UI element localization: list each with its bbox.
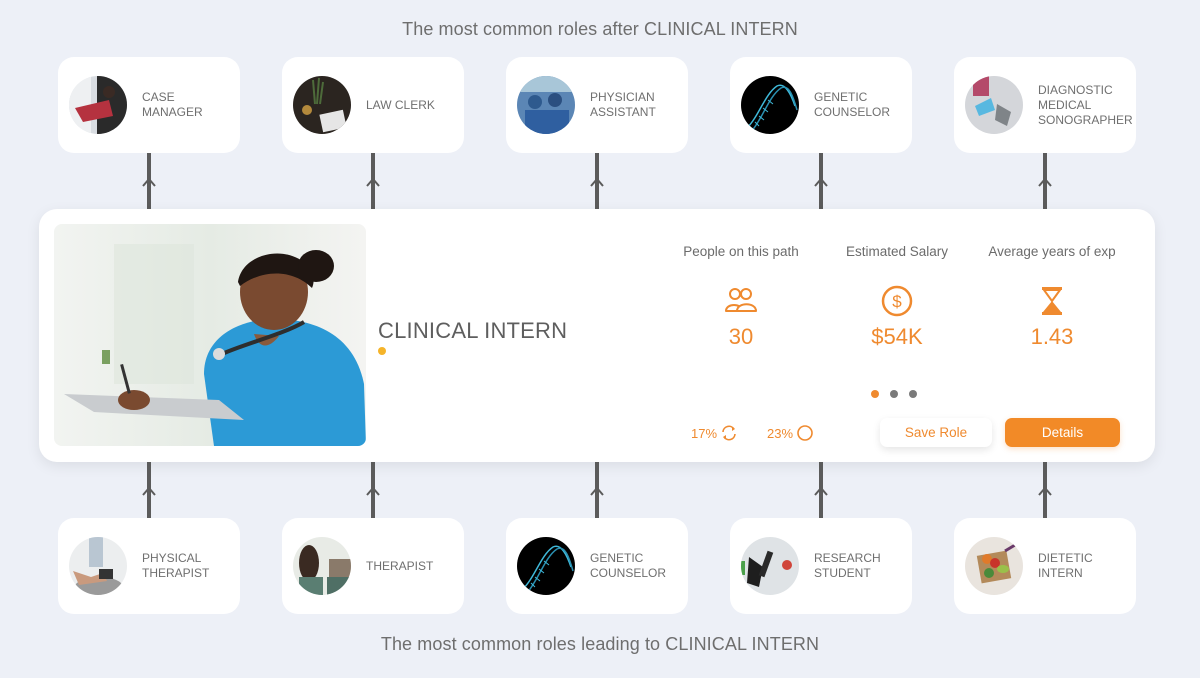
arrow-up-icon	[590, 177, 604, 187]
research-student-photo	[741, 537, 799, 595]
role-status-dot	[378, 347, 386, 355]
case-manager-photo	[69, 76, 127, 134]
genetic-counselor-photo	[517, 537, 575, 595]
details-button[interactable]: Details	[1005, 418, 1120, 447]
next-role-card-law-clerk[interactable]: LAW CLERK	[282, 57, 464, 153]
stat-value: 30	[728, 324, 754, 349]
arrow-up-icon	[1038, 486, 1052, 496]
previous-role-card-physical-therapist[interactable]: PHYSICAL THERAPIST	[58, 518, 240, 614]
connector-arrow	[142, 153, 156, 209]
arrow-up-icon	[366, 177, 380, 187]
arrow-up-icon	[814, 177, 828, 187]
pager-dot-2[interactable]	[890, 390, 898, 398]
pager-dot-3[interactable]	[909, 390, 917, 398]
circle-outline-icon	[797, 425, 813, 441]
previous-role-card-genetic-counselor[interactable]: GENETIC COUNSELOR	[506, 518, 688, 614]
arrow-up-icon	[1038, 177, 1052, 187]
role-label: THERAPIST	[366, 558, 434, 573]
next-role-card-genetic-counselor[interactable]: GENETIC COUNSELOR	[730, 57, 912, 153]
sonographer-photo	[965, 76, 1023, 134]
role-label: GENETIC COUNSELOR	[590, 551, 667, 580]
metric-value: 23%	[767, 425, 794, 441]
metric-transition-rate: 17%	[691, 424, 738, 442]
connector-arrow	[590, 153, 604, 209]
previous-role-card-research-student[interactable]: RESEARCH STUDENT	[730, 518, 912, 614]
arrow-up-icon	[142, 177, 156, 187]
role-label: CASE MANAGER	[142, 90, 203, 119]
people-icon	[725, 288, 757, 312]
connector-arrow	[590, 462, 604, 518]
next-role-card-diagnostic-medical-sonographer[interactable]: DIAGNOSTIC MEDICAL SONOGRAPHER	[954, 57, 1136, 153]
hourglass-icon	[1042, 287, 1062, 315]
stat-average-years-exp: Average years of exp 1.43	[977, 244, 1127, 350]
role-label: PHYSICIAN ASSISTANT	[590, 90, 656, 119]
stat-value: $54K	[871, 324, 923, 349]
arrow-up-icon	[366, 486, 380, 496]
connector-arrow	[814, 462, 828, 518]
connector-arrow	[814, 153, 828, 209]
current-role-card: CLINICAL INTERN People on this path 30 E…	[39, 209, 1155, 462]
metric-retention-rate: 23%	[767, 424, 814, 442]
stat-estimated-salary: Estimated Salary $ $54K	[822, 244, 972, 350]
page-title-leading: The most common roles leading to CLINICA…	[380, 634, 820, 654]
stat-label: Average years of exp	[988, 244, 1116, 259]
clinical-intern-photo	[54, 224, 366, 446]
therapist-photo	[293, 537, 351, 595]
connector-arrow	[1038, 153, 1052, 209]
role-label: LAW CLERK	[366, 97, 435, 112]
next-role-card-case-manager[interactable]: CASE MANAGER	[58, 57, 240, 153]
genetic-counselor-photo	[741, 76, 799, 134]
law-clerk-photo	[293, 76, 351, 134]
role-label: GENETIC COUNSELOR	[814, 90, 891, 119]
connector-arrow	[142, 462, 156, 518]
role-label: PHYSICAL THERAPIST	[142, 551, 210, 580]
previous-role-card-dietetic-intern[interactable]: DIETETIC INTERN	[954, 518, 1136, 614]
stat-people-on-path: People on this path 30	[666, 244, 816, 350]
refresh-cycle-icon	[722, 425, 736, 441]
arrow-up-icon	[814, 486, 828, 496]
dietetic-intern-photo	[965, 537, 1023, 595]
stat-label: Estimated Salary	[845, 244, 949, 259]
previous-role-card-therapist[interactable]: THERAPIST	[282, 518, 464, 614]
physical-therapist-photo	[69, 537, 127, 595]
role-label: DIAGNOSTIC MEDICAL SONOGRAPHER	[1038, 82, 1133, 127]
save-role-button[interactable]: Save Role	[880, 418, 992, 447]
role-label: RESEARCH STUDENT	[814, 551, 881, 580]
stats-pager	[871, 390, 917, 398]
svg-text:$: $	[892, 292, 902, 311]
pager-dot-1[interactable]	[871, 390, 879, 398]
stat-value: 1.43	[1030, 324, 1074, 349]
metric-value: 17%	[691, 425, 718, 441]
current-role-name: CLINICAL INTERN	[378, 318, 568, 343]
page-title-after: The most common roles after CLINICAL INT…	[402, 19, 798, 39]
stat-label: People on this path	[683, 244, 799, 259]
arrow-up-icon	[142, 486, 156, 496]
dollar-circle-icon: $	[881, 285, 913, 317]
connector-arrow	[366, 153, 380, 209]
connector-arrow	[366, 462, 380, 518]
next-roles-row: CASE MANAGER LAW CLERK PHYSICIAN ASSISTA…	[0, 57, 1200, 153]
arrow-up-icon	[590, 486, 604, 496]
previous-roles-row: PHYSICAL THERAPIST THERAPIST GENETIC COU…	[0, 518, 1200, 614]
connector-arrow	[1038, 462, 1052, 518]
next-role-card-physician-assistant[interactable]: PHYSICIAN ASSISTANT	[506, 57, 688, 153]
physician-assistant-photo	[517, 76, 575, 134]
role-label: DIETETIC INTERN	[1038, 551, 1093, 580]
